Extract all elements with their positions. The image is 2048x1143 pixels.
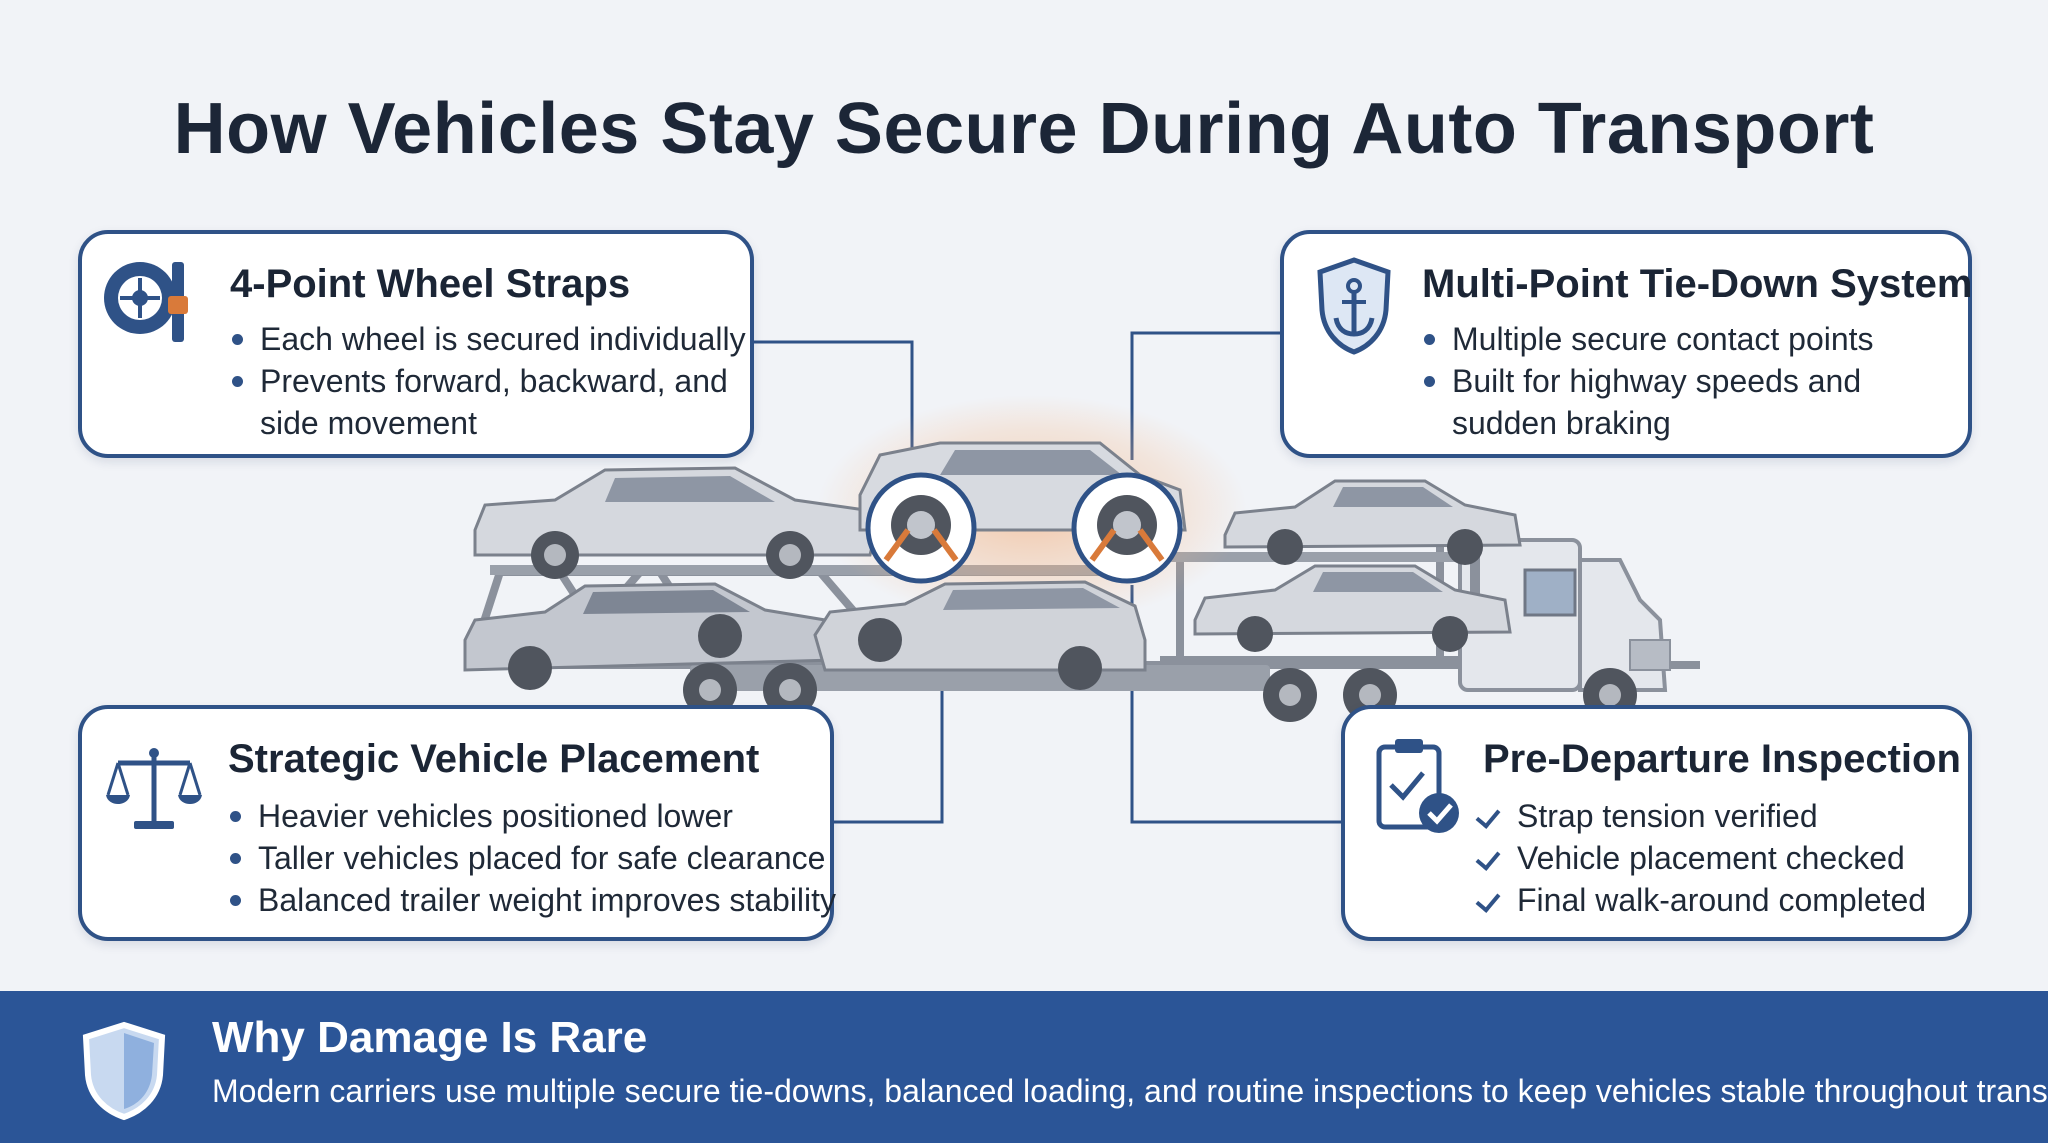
vehicle-lower-center [813, 580, 1147, 690]
vehicle-top-right [1223, 479, 1522, 565]
list-item: Prevents forward, backward, and [230, 360, 746, 402]
card-list: Multiple secure contact points Built for… [1422, 318, 1874, 444]
card-heading: Pre-Departure Inspection [1483, 737, 1961, 781]
anchor-shield-icon [1317, 257, 1391, 355]
card-wheel-straps: 4-Point Wheel Straps Each wheel is secur… [78, 230, 754, 458]
vehicle-top-left [473, 466, 877, 579]
list-item: Balanced trailer weight improves stabili… [228, 879, 836, 921]
card-list: Strap tension verified Vehicle placement… [1477, 795, 1926, 921]
list-item: side movement [260, 405, 477, 441]
list-item: Vehicle placement checked [1477, 837, 1926, 879]
list-item: Multiple secure contact points [1422, 318, 1874, 360]
card-list: Heavier vehicles positioned lower Taller… [228, 795, 836, 921]
truck-upper-deck [1170, 552, 1470, 562]
clipboard-check-icon [1376, 739, 1459, 833]
card-list: Each wheel is secured individually Preve… [230, 318, 746, 444]
banner-text: Modern carriers use multiple secure tie-… [212, 1073, 2048, 1109]
banner-heading: Why Damage Is Rare [212, 1013, 648, 1062]
strap-highlight-right [1071, 472, 1183, 584]
card-inspection: Pre-Departure Inspection Strap tension v… [1341, 705, 1972, 941]
list-item: sudden braking [1452, 405, 1671, 441]
vehicle-lower-left [463, 582, 837, 690]
list-item: Strap tension verified [1477, 795, 1926, 837]
strap-highlight-left [865, 472, 977, 584]
list-item: Heavier vehicles positioned lower [228, 795, 836, 837]
wheel-strap-icon [104, 262, 188, 342]
list-item: Each wheel is secured individually [230, 318, 746, 360]
card-tie-down: Multi-Point Tie-Down System Multiple sec… [1280, 230, 1972, 458]
page-title: How Vehicles Stay Secure During Auto Tra… [173, 89, 1875, 169]
shield-icon [82, 1021, 166, 1121]
info-banner: Why Damage Is Rare Modern carriers use m… [0, 991, 2048, 1143]
card-placement: Strategic Vehicle Placement Heavier vehi… [78, 705, 836, 941]
card-heading: Multi-Point Tie-Down System [1422, 262, 1973, 306]
card-heading: Strategic Vehicle Placement [228, 737, 760, 781]
list-item: Built for highway speeds and [1422, 360, 1874, 402]
card-heading: 4-Point Wheel Straps [230, 262, 631, 306]
list-item: Final walk-around completed [1477, 879, 1926, 921]
vehicle-mid-right [1193, 564, 1512, 652]
list-item: Taller vehicles placed for safe clearanc… [228, 837, 836, 879]
trailer-upper-deck [490, 565, 1130, 575]
balance-scale-icon [106, 748, 202, 829]
